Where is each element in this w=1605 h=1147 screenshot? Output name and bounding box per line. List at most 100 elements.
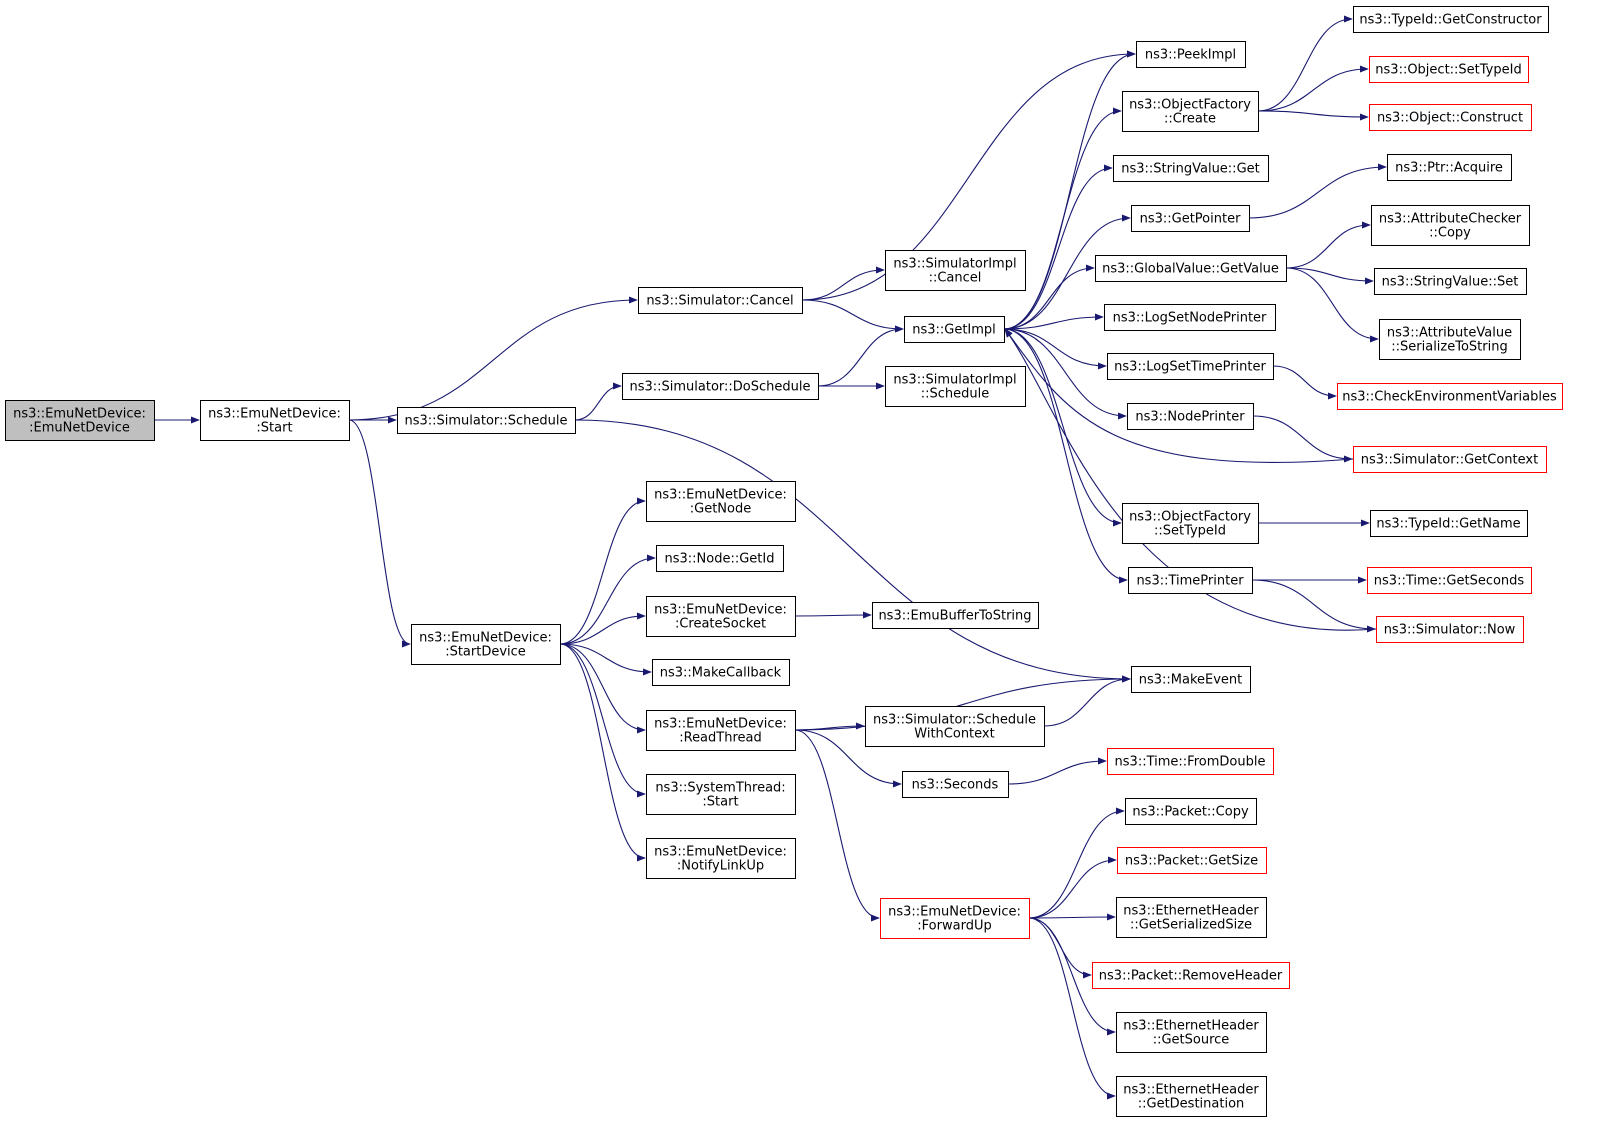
node-packet-removeheader[interactable]: ns3::Packet::RemoveHeader: [1092, 962, 1290, 989]
node-attrchecker-copy[interactable]: ns3::AttributeChecker::Copy: [1371, 205, 1530, 246]
node-getnode[interactable]: ns3::EmuNetDevice::GetNode: [646, 481, 796, 522]
node-readthread[interactable]: ns3::EmuNetDevice::ReadThread: [646, 710, 796, 751]
node-label: :Start: [702, 795, 738, 810]
node-box: [1387, 154, 1512, 181]
node-createsocket[interactable]: ns3::EmuNetDevice::CreateSocket: [646, 596, 796, 637]
edge-objfactory-create-to-typeid-getconstructor: [1257, 15, 1353, 112]
node-forwardup[interactable]: ns3::EmuNetDevice::ForwardUp: [880, 898, 1030, 939]
node-objfactory-settypeid[interactable]: ns3::ObjectFactory::SetTypeId: [1122, 503, 1259, 544]
node-seconds[interactable]: ns3::Seconds: [902, 771, 1009, 798]
edge-getpointer-to-ptr-acquire: [1248, 163, 1387, 219]
node-startdevice[interactable]: ns3::EmuNetDevice::StartDevice: [411, 624, 561, 665]
edge-getimpl-to-objfactory-create: [1003, 107, 1122, 330]
node-label: ns3::EmuNetDevice:: [654, 845, 787, 860]
edge-getimpl-to-objfactory-settypeid: [1003, 328, 1122, 527]
node-getpointer[interactable]: ns3::GetPointer: [1131, 205, 1250, 232]
node-objfactory-create[interactable]: ns3::ObjectFactory::Create: [1122, 91, 1259, 132]
node-label: ns3::EmuNetDevice:: [654, 603, 787, 618]
node-typeid-getname[interactable]: ns3::TypeId::GetName: [1370, 510, 1528, 537]
node-label: :StartDevice: [445, 645, 526, 660]
edge-objfactory-create-to-object-settypeid: [1257, 65, 1369, 112]
node-label: ns3::Packet::RemoveHeader: [1099, 969, 1283, 984]
node-simimpl-cancel[interactable]: ns3::SimulatorImpl::Cancel: [885, 250, 1026, 291]
node-notifylinkup[interactable]: ns3::EmuNetDevice::NotifyLinkUp: [646, 838, 796, 879]
node-makecallback[interactable]: ns3::MakeCallback: [652, 659, 790, 686]
edge-getimpl-to-logsetnodeprinter: [1003, 313, 1104, 330]
node-stringvalue-set[interactable]: ns3::StringValue::Set: [1374, 268, 1527, 295]
node-node-getid[interactable]: ns3::Node::GetId: [656, 545, 784, 572]
node-typeid-getconstructor[interactable]: ns3::TypeId::GetConstructor: [1353, 6, 1549, 33]
node-packet-getsize[interactable]: ns3::Packet::GetSize: [1117, 847, 1267, 874]
node-box: [1371, 205, 1530, 246]
edge-startdevice-to-makecallback: [559, 643, 652, 676]
node-box: [1131, 666, 1251, 693]
node-sim-schedule[interactable]: ns3::Simulator::Schedule: [397, 407, 576, 434]
node-peekimpl[interactable]: ns3::PeekImpl: [1136, 41, 1246, 68]
edge-getimpl-to-getpointer: [1003, 214, 1131, 330]
node-time-getseconds[interactable]: ns3::Time::GetSeconds: [1367, 567, 1532, 594]
node-box: [411, 624, 561, 665]
node-eth-getsource[interactable]: ns3::EthernetHeader::GetSource: [1116, 1012, 1267, 1053]
node-globalvalue-getvalue[interactable]: ns3::GlobalValue::GetValue: [1095, 255, 1287, 282]
edge-globalvalue-getvalue-to-attrvalue-serialize: [1285, 267, 1379, 343]
node-start[interactable]: ns3::EmuNetDevice::Start: [200, 400, 350, 441]
node-label: ns3::EmuNetDevice:: [654, 717, 787, 732]
node-ptr-acquire[interactable]: ns3::Ptr::Acquire: [1387, 154, 1512, 181]
edge-start-to-sim-cancel: [348, 296, 638, 421]
node-label: ::Schedule: [921, 387, 990, 402]
node-box: [1353, 446, 1547, 473]
node-time-fromdouble[interactable]: ns3::Time::FromDouble: [1107, 748, 1274, 775]
node-object-settypeid[interactable]: ns3::Object::SetTypeId: [1369, 56, 1529, 83]
node-sim-getcontext[interactable]: ns3::Simulator::GetContext: [1353, 446, 1547, 473]
node-nodeprinter[interactable]: ns3::NodePrinter: [1127, 403, 1254, 430]
node-box: [1107, 353, 1274, 380]
node-attrvalue-serialize[interactable]: ns3::AttributeValue::SerializeToString: [1379, 319, 1521, 360]
node-box: [1104, 304, 1276, 331]
node-label: ns3::EmuNetDevice:: [888, 905, 1021, 920]
node-sim-doschedule[interactable]: ns3::Simulator::DoSchedule: [622, 373, 819, 400]
node-sim-cancel[interactable]: ns3::Simulator::Cancel: [638, 287, 803, 314]
node-logsettimeprinter[interactable]: ns3::LogSetTimePrinter: [1107, 353, 1274, 380]
node-timeprinter[interactable]: ns3::TimePrinter: [1128, 567, 1253, 594]
edge-sim-cancel-to-peekimpl: [801, 50, 1136, 301]
node-box: [5, 400, 155, 441]
node-label: ns3::Object::SetTypeId: [1375, 63, 1521, 78]
node-box: [1369, 56, 1529, 83]
node-box: [1122, 91, 1259, 132]
node-box: [1092, 962, 1290, 989]
node-packet-copy[interactable]: ns3::Packet::Copy: [1125, 798, 1257, 825]
node-label: ns3::Node::GetId: [665, 552, 775, 567]
node-label: ns3::Time::FromDouble: [1115, 755, 1266, 770]
node-eth-getserializedsize[interactable]: ns3::EthernetHeader::GetSerializedSize: [1116, 897, 1267, 938]
node-label: ns3::EmuNetDevice:: [654, 488, 787, 503]
node-simimpl-schedule[interactable]: ns3::SimulatorImpl::Schedule: [885, 366, 1026, 407]
node-label: ns3::GetImpl: [912, 323, 996, 338]
node-getimpl[interactable]: ns3::GetImpl: [904, 316, 1005, 343]
edge-objfactory-create-to-object-construct: [1257, 110, 1369, 121]
node-label: ns3::SystemThread:: [655, 781, 785, 796]
edge-sim-getcontext-to-getimpl: [1004, 328, 1354, 463]
node-checkenv[interactable]: ns3::CheckEnvironmentVariables: [1337, 383, 1563, 410]
node-label: ns3::EthernetHeader: [1123, 1083, 1259, 1098]
node-eth-getdestination[interactable]: ns3::EthernetHeader::GetDestination: [1116, 1076, 1267, 1117]
node-label: ns3::Simulator::Now: [1384, 623, 1516, 638]
node-sim-now[interactable]: ns3::Simulator::Now: [1376, 616, 1524, 643]
node-systemthread-start[interactable]: ns3::SystemThread::Start: [646, 774, 796, 815]
edge-getimpl-to-timeprinter: [1003, 328, 1128, 584]
node-box: [902, 771, 1009, 798]
node-label: :GetNode: [690, 502, 751, 517]
node-box: [638, 287, 803, 314]
node-label: ::Cancel: [929, 271, 982, 286]
node-makeevent[interactable]: ns3::MakeEvent: [1131, 666, 1251, 693]
node-emubuffertostring[interactable]: ns3::EmuBufferToString: [872, 602, 1039, 629]
node-object-construct[interactable]: ns3::Object::Construct: [1369, 104, 1532, 131]
node-logsetnodeprinter[interactable]: ns3::LogSetNodePrinter: [1104, 304, 1276, 331]
node-box: [1116, 1076, 1267, 1117]
node-stringvalue-get[interactable]: ns3::StringValue::Get: [1113, 155, 1269, 182]
node-label: ns3::TypeId::GetName: [1376, 517, 1520, 532]
node-box: [646, 838, 796, 879]
node-label: ns3::Simulator::Cancel: [646, 294, 793, 309]
node-label: ns3::LogSetNodePrinter: [1113, 311, 1267, 326]
